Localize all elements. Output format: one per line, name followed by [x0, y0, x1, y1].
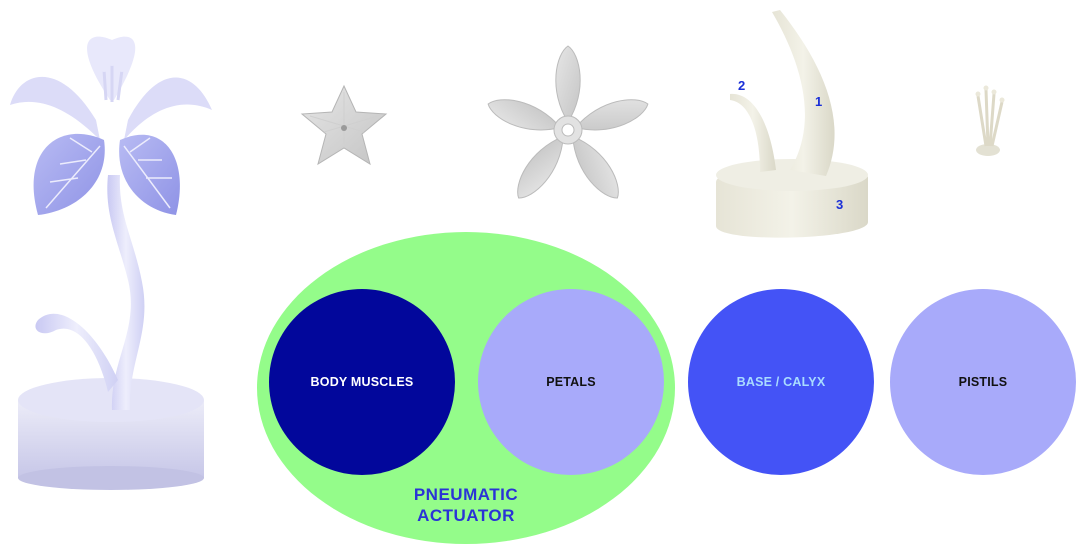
pneumatic-actuator-label: PNEUMATIC ACTUATOR: [366, 484, 566, 526]
petals-circle: PETALS: [478, 289, 664, 475]
body-part-image: [716, 10, 868, 238]
pistils-circle: PISTILS: [890, 289, 1076, 475]
pistils-label: PISTILS: [959, 375, 1008, 389]
group-label-line-2: ACTUATOR: [366, 505, 566, 526]
star-part-image: [302, 86, 386, 164]
body-muscles-circle: BODY MUSCLES: [269, 289, 455, 475]
pistil-part-image: [976, 86, 1005, 157]
callout-number-2: 2: [738, 78, 745, 93]
petal-part-image: [484, 46, 651, 205]
callout-number-1: 1: [815, 94, 822, 109]
petals-label: PETALS: [546, 375, 596, 389]
base-calyx-label: BASE / CALYX: [737, 375, 826, 389]
assembled-flower-image: [10, 37, 212, 490]
base-calyx-circle: BASE / CALYX: [688, 289, 874, 475]
group-label-line-1: PNEUMATIC: [366, 484, 566, 505]
body-muscles-label: BODY MUSCLES: [311, 375, 414, 389]
callout-number-3: 3: [836, 197, 843, 212]
